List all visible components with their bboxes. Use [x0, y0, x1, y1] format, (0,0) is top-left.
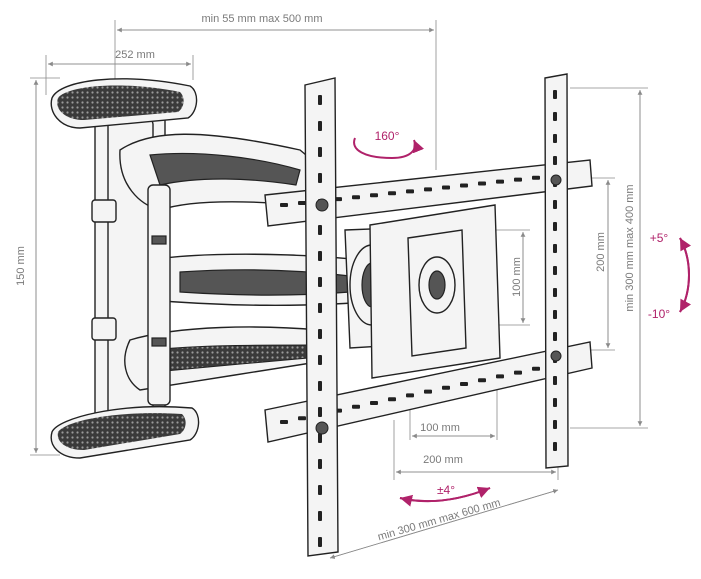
rail-slot [388, 397, 396, 402]
bar-slot [318, 277, 322, 287]
bar-slot [318, 225, 322, 235]
bar-slot [318, 511, 322, 521]
bar-slot [553, 420, 557, 429]
rail-slot [406, 393, 414, 398]
rail-slot [280, 420, 288, 424]
bar-slot [318, 459, 322, 469]
bar-slot [318, 173, 322, 183]
bar-slot [553, 112, 557, 121]
rail-slot [460, 183, 468, 188]
rail-slot [298, 416, 306, 421]
level-adjust-label: ±4° [437, 483, 455, 497]
vesa-vertical-medium-label: 200 mm [595, 232, 607, 272]
tilt-down-label: -10° [648, 307, 670, 321]
vesa-vertical-range-label: min 300 mm max 400 mm [624, 184, 636, 311]
bar-slot [318, 303, 322, 313]
bar-slot [553, 332, 557, 341]
bar-slot [553, 244, 557, 253]
vesa-vertical-small-label: 100 mm [511, 257, 523, 297]
center-vesa-plate [369, 204, 501, 379]
bar-slot [318, 407, 322, 417]
bar-slot [318, 329, 322, 339]
rail-slot [496, 374, 504, 379]
bar-slot [318, 121, 322, 131]
rail-slot [478, 378, 486, 383]
rail-slot [370, 401, 378, 405]
vesa-horizontal-medium-label: 200 mm [423, 454, 463, 466]
bar-slot [553, 222, 557, 231]
bar-slot [318, 485, 322, 495]
bar-slot [553, 200, 557, 209]
bar-slot [318, 433, 322, 443]
articulating-arms [119, 133, 401, 406]
rotation-arrows [353, 137, 692, 507]
horizontal-rails [264, 159, 593, 443]
rail-slot [442, 385, 450, 390]
rail-slot [496, 179, 504, 184]
bar-slot [318, 251, 322, 261]
bar-slot [553, 376, 557, 385]
bar-slot [318, 355, 322, 365]
rail-slot [478, 181, 486, 186]
bar-slot [553, 310, 557, 319]
bar-slot [318, 381, 322, 391]
bar-slot [553, 266, 557, 275]
bar-slot [553, 156, 557, 165]
rail-slot [352, 404, 360, 409]
rail-slot [298, 201, 306, 206]
rail-slot [370, 193, 378, 198]
bar-slot [553, 442, 557, 451]
rail-slot [352, 195, 360, 200]
wall-plate-width-label: 252 mm [115, 49, 155, 61]
rail-slot [280, 203, 288, 207]
rail-slot [424, 389, 432, 394]
rail-slot [460, 382, 468, 386]
tilt-up-label: +5° [650, 231, 669, 245]
arm-extension-label: min 55 mm max 500 mm [201, 13, 322, 25]
bar-slot [318, 537, 322, 547]
swivel-label: 160° [375, 129, 400, 143]
bar-slot [553, 288, 557, 297]
vertical-bars [304, 73, 569, 557]
wall-plate-height-label: 150 mm [15, 246, 27, 286]
rail-slot [424, 187, 432, 192]
rail-slot [532, 366, 540, 371]
rail-slot [388, 191, 396, 196]
bar-slot [318, 147, 322, 157]
bar-slot [553, 398, 557, 407]
rail-slot [442, 185, 450, 190]
bar-slot [553, 90, 557, 99]
vesa-horizontal-range-label: min 300 mm max 600 mm [376, 497, 502, 544]
bar-slot [553, 134, 557, 143]
rail-slot [532, 175, 540, 180]
rail-slot [514, 370, 522, 375]
rail-slot [406, 189, 414, 194]
dimension-lines [30, 20, 648, 559]
rail-slot [514, 177, 522, 182]
vesa-horizontal-small-label: 100 mm [420, 422, 460, 434]
bar-slot [318, 95, 322, 105]
